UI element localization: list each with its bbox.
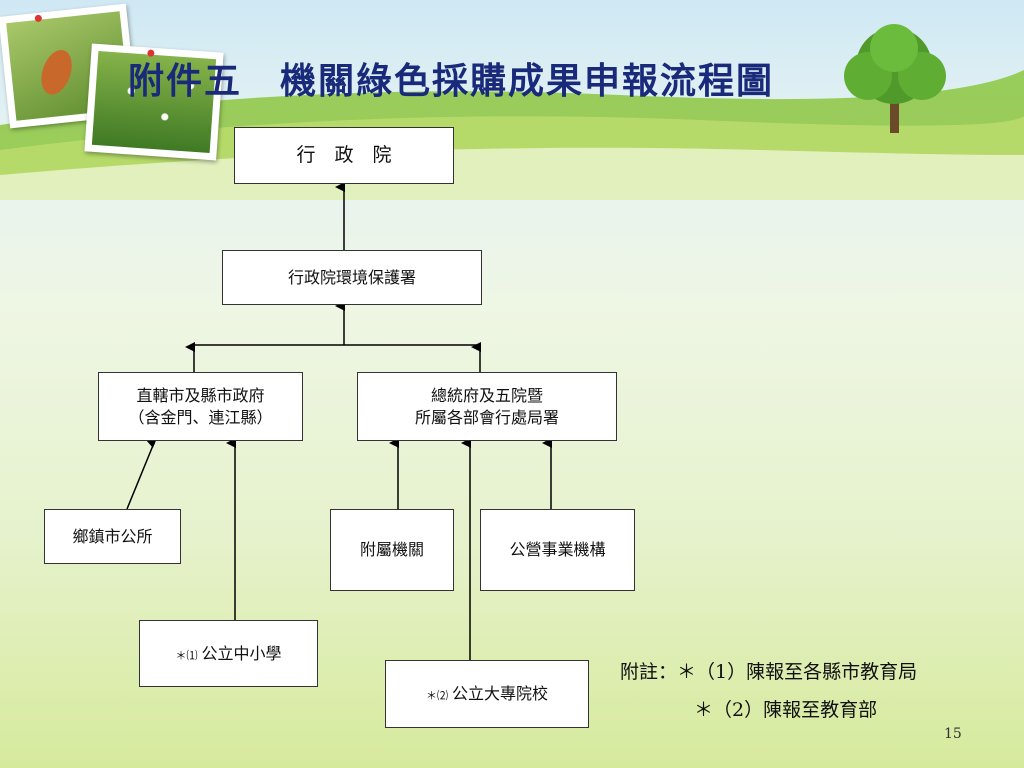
box-municipal-line2: （含金門、連江縣） <box>128 407 273 427</box>
box-presidential-line1: 總統府及五院暨 <box>430 385 543 405</box>
box-epa: 行政院環境保護署 <box>222 250 482 305</box>
box-presidential-line2: 所屬各部會行處局署 <box>414 407 559 427</box>
note-line-1: 附註：＊（1）陳報至各縣市教育局 <box>620 661 918 683</box>
page-number: 15 <box>944 726 962 742</box>
note-line-2: ＊（2）陳報至教育部 <box>694 699 878 721</box>
box-municipal-line1: 直轄市及縣市政府 <box>136 385 265 405</box>
slide-title: 附件五 機關綠色採購成果申報流程圖 <box>128 60 775 102</box>
box-school: ＊⑴ 公立中小學 <box>139 620 318 687</box>
box-state-enterprise: 公營事業機構 <box>480 509 635 591</box>
box-state-enterprise-label: 公營事業機構 <box>509 540 606 560</box>
box-township-label: 鄉鎮市公所 <box>72 526 153 546</box>
box-school-mark: ＊⑴ <box>175 648 198 662</box>
box-affiliated-label: 附屬機關 <box>359 540 424 560</box>
tree-decoration <box>844 24 946 133</box>
box-college-mark: ＊⑵ <box>425 689 448 703</box>
box-township: 鄉鎮市公所 <box>44 509 181 564</box>
box-executive-yuan: 行 政 院 <box>234 127 454 184</box>
box-epa-label: 行政院環境保護署 <box>287 267 416 287</box>
box-executive-yuan-label: 行 政 院 <box>296 143 392 166</box>
box-college-label: 公立大專院校 <box>451 684 548 704</box>
box-college: ＊⑵ 公立大專院校 <box>385 660 589 728</box>
box-school-label: 公立中小學 <box>201 643 282 663</box>
box-municipal: 直轄市及縣市政府 （含金門、連江縣） <box>98 372 303 441</box>
box-affiliated: 附屬機關 <box>330 509 454 591</box>
box-presidential: 總統府及五院暨 所屬各部會行處局署 <box>357 372 617 441</box>
